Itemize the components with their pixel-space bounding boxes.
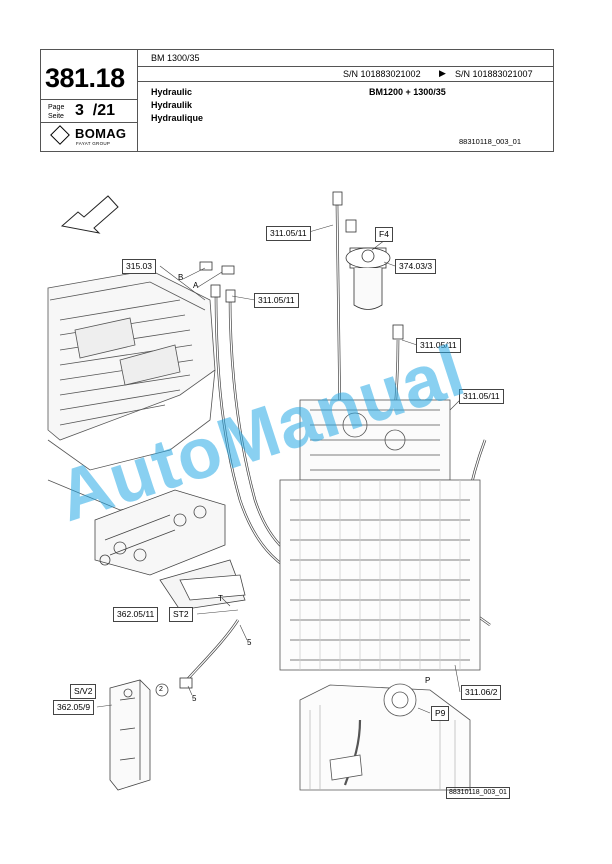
motor-drawing <box>299 683 471 791</box>
callout-374-03-3: 374.03/3 <box>395 259 437 274</box>
marker-5-upper: 5 <box>247 638 252 647</box>
callout-st2: ST2 <box>169 607 193 622</box>
callout-315-03: 315.03 <box>122 259 156 274</box>
marker-t: T <box>218 594 223 603</box>
serial-to: S/N 101883021007 <box>455 69 533 79</box>
serial-from: S/N 101883021002 <box>343 69 421 79</box>
model-name: BM 1300/35 <box>151 53 200 63</box>
callout-sv2: S/V2 <box>70 684 97 699</box>
callout-311-05-11-right: 311.05/11 <box>416 338 461 353</box>
divider <box>137 66 553 67</box>
divider <box>41 122 137 123</box>
divider <box>41 99 137 100</box>
variant-title: BM1200 + 1300/35 <box>369 87 446 97</box>
callout-362-05-11: 362.05/11 <box>113 607 159 622</box>
callout-311-05-11-far: 311.05/11 <box>459 389 504 404</box>
callout-311-06-2: 311.06/2 <box>461 685 502 700</box>
callout-362-05-9: 362.05/9 <box>53 700 95 715</box>
direction-arrow-icon <box>60 195 119 234</box>
callout-311-05-11-top: 311.05/11 <box>266 226 311 241</box>
cooler-drawing <box>47 269 216 511</box>
callout-311-05-11-mid: 311.05/11 <box>254 293 299 308</box>
marker-p: P <box>425 676 431 685</box>
doc-reference: 88310118_003_01 <box>459 137 522 146</box>
filter-drawing <box>345 247 391 310</box>
marker-2: 2 <box>159 686 163 693</box>
callout-f4: F4 <box>375 227 393 242</box>
arrow-right-icon: ▶ <box>439 68 446 78</box>
group-title-en: Hydraulic <box>151 87 193 97</box>
divider <box>137 81 553 82</box>
footer-doc-reference: 88310118_003_01 <box>446 787 510 799</box>
page-number: 3 /21 <box>75 102 116 119</box>
divider <box>137 50 138 151</box>
valve-block <box>94 489 246 611</box>
marker-5-lower: 5 <box>192 694 197 703</box>
group-title-fr: Hydraulique <box>151 113 204 123</box>
manifold-block <box>109 679 169 791</box>
marker-a: A <box>193 281 199 290</box>
pump-assembly <box>279 399 481 671</box>
bomag-logo: BOMAG FAYAT GROUP <box>49 125 133 148</box>
callout-p9: P9 <box>431 706 450 721</box>
leader-lines <box>96 224 463 714</box>
group-title-de: Hydraulik <box>151 100 193 110</box>
marker-b: B <box>178 273 184 282</box>
part-number: 381.18 <box>45 63 125 93</box>
